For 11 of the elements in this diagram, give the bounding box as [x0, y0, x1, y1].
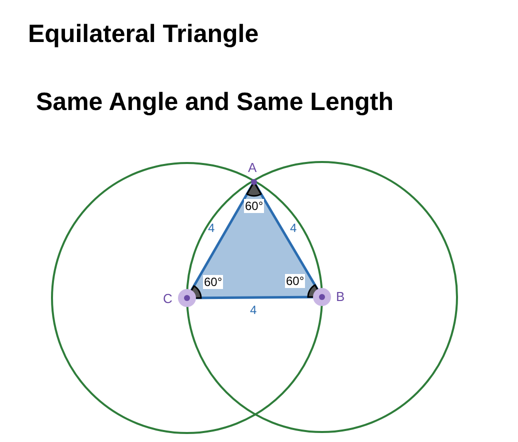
point-label: A	[248, 160, 257, 175]
point-label: C	[163, 291, 172, 306]
point-label: B	[336, 289, 345, 304]
length-label: 4	[208, 221, 215, 235]
subtitle: Same Angle and Same Length	[36, 88, 394, 117]
length-label: 4	[290, 221, 297, 235]
length-label: 4	[250, 303, 257, 317]
angle-label: 60°	[244, 199, 264, 213]
angle-label: 60°	[203, 275, 224, 289]
angle-label: 60°	[285, 274, 306, 288]
title: Equilateral Triangle	[28, 20, 259, 49]
